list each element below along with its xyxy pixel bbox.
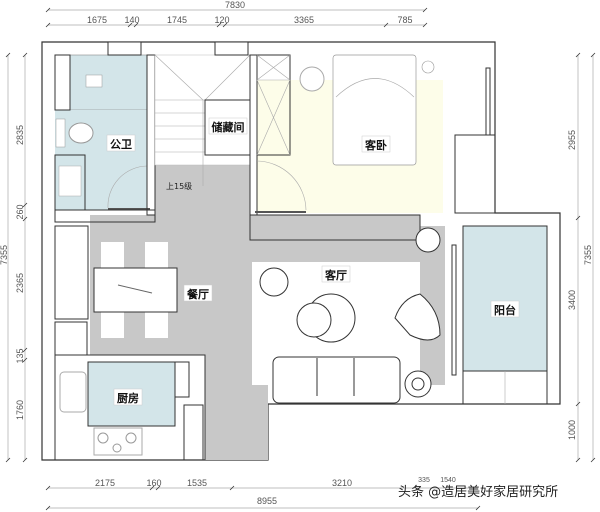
floor-lamp-icon xyxy=(404,370,432,398)
sink-icon xyxy=(58,165,82,197)
dim-top-5: 785 xyxy=(397,15,412,25)
chair-icon[interactable] xyxy=(145,312,168,338)
bathroom-floor xyxy=(69,54,148,111)
bedroom-window xyxy=(485,67,491,136)
coffee-table-small-icon xyxy=(296,302,332,338)
dimension-top: 7830 1675 140 1745 120 3365 785 xyxy=(45,0,428,28)
label-bg xyxy=(208,117,248,135)
watermark: 头条 @造居美好家居研究所 xyxy=(398,484,558,500)
chair-icon[interactable] xyxy=(145,242,168,268)
room-label-living: 客厅 xyxy=(324,268,347,282)
dining-table[interactable] xyxy=(93,267,178,313)
dim-left-3: 135 xyxy=(15,348,25,363)
dim-right-1: 3400 xyxy=(567,290,577,310)
bath-cabinet xyxy=(54,54,71,111)
dimension-bottom: 2175 160 1535 3210 335 1540 8955 xyxy=(45,477,481,511)
wardrobe xyxy=(256,54,291,156)
dim-bottom-2: 1535 xyxy=(187,478,207,488)
chair-icon[interactable] xyxy=(101,312,124,338)
dim-right-2: 1000 xyxy=(567,420,577,440)
toilet-icon xyxy=(68,122,94,144)
chair-icon[interactable] xyxy=(101,242,124,268)
bath-bottom-wall xyxy=(54,209,156,223)
dim-bottom-0: 2175 xyxy=(95,478,115,488)
dim-top-total: 7830 xyxy=(225,0,245,10)
dim-bottom-1: 160 xyxy=(146,478,161,488)
dim-bottom-3: 3210 xyxy=(332,478,352,488)
sofa-icon[interactable] xyxy=(272,356,401,404)
label-bg xyxy=(106,134,136,152)
room-label-dining: 餐厅 xyxy=(186,287,209,301)
table-decor-icon xyxy=(117,284,153,294)
bath-door-swing xyxy=(107,165,148,209)
dim-top-3: 120 xyxy=(214,15,229,25)
dim-right-total: 7355 xyxy=(583,245,593,265)
dim-left-total: 7355 xyxy=(0,245,9,265)
room-label-guest-bedroom: 客卧 xyxy=(364,138,387,152)
dim-left-4: 1760 xyxy=(15,400,25,420)
dim-bottom-4: 335 xyxy=(418,477,430,484)
label-bg xyxy=(113,388,143,406)
dim-top-4: 3365 xyxy=(294,15,314,25)
column xyxy=(454,134,496,214)
kitchen-tall-cabinet xyxy=(183,404,204,461)
dim-bottom-total: 8955 xyxy=(257,496,277,506)
toilet-tank xyxy=(55,118,66,148)
room-label-public-bath: 公卫 xyxy=(110,138,132,151)
dining-cabinet xyxy=(54,225,89,320)
dim-left-0: 2835 xyxy=(15,125,25,145)
staircase[interactable]: 上15级 xyxy=(154,54,251,191)
room-label-storage: 储藏间 xyxy=(212,120,245,134)
kitchen-sink-icon xyxy=(59,371,87,413)
label-bg xyxy=(321,265,351,283)
dim-top-0: 1675 xyxy=(87,15,107,25)
balcony-floor xyxy=(462,225,548,372)
plant-icon xyxy=(415,227,441,253)
balcony-sliding-door[interactable] xyxy=(451,244,457,376)
dim-bottom-5: 1540 xyxy=(440,477,456,484)
dim-left-2: 2365 xyxy=(15,273,25,293)
label-bg xyxy=(490,300,520,318)
dimension-left: 7355 2835 260 2365 135 1760 xyxy=(0,52,28,463)
room-label-balcony: 阳台 xyxy=(494,303,516,317)
dim-left-1: 260 xyxy=(15,204,25,219)
window xyxy=(214,41,249,56)
window xyxy=(107,41,142,56)
side-table-icon xyxy=(259,267,289,297)
room-label-kitchen: 厨房 xyxy=(117,391,139,405)
dim-right-0: 2955 xyxy=(567,130,577,150)
dim-top-2: 1745 xyxy=(167,15,187,25)
label-bg xyxy=(361,135,391,153)
lounge-chair-icon[interactable] xyxy=(394,293,441,341)
bed-icon[interactable] xyxy=(332,54,417,166)
tv-cabinet xyxy=(249,214,421,241)
kitchen-cabinet xyxy=(174,361,190,398)
round-table-icon xyxy=(299,66,325,92)
bedroom-door-swing xyxy=(256,160,307,211)
shower-drain-icon xyxy=(85,74,103,88)
label-bg xyxy=(183,284,213,302)
stairs-label: 上15级 xyxy=(166,181,192,191)
lamp-icon xyxy=(421,60,435,74)
kitchen-area xyxy=(54,354,206,461)
dimension-right: 2955 3400 1000 7355 xyxy=(567,52,596,463)
dim-top-1: 140 xyxy=(124,15,139,25)
